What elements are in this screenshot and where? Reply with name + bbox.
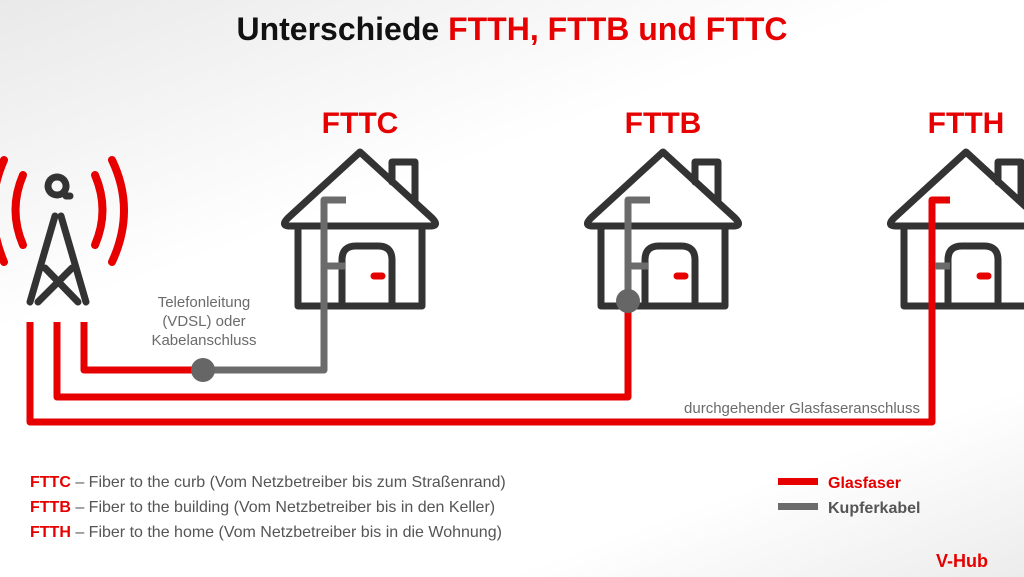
cell-tower-icon (0, 156, 128, 306)
fttb-fiber-cable (53, 301, 632, 401)
annotation-glasfaser: durchgehender Glasfaseranschluss (684, 400, 920, 417)
legend-label-glasfaser: Glasfaser (828, 475, 901, 492)
definition-fttb: FTTB – Fiber to the building (Vom Netzbe… (30, 499, 495, 516)
legend-swatch-glasfaser (778, 478, 818, 485)
page-title: Unterschiede FTTH, FTTB und FTTC (236, 11, 787, 47)
annotation-line-3: Kabelanschluss (151, 332, 256, 349)
definition-fttc: FTTC – Fiber to the curb (Vom Netzbetrei… (30, 474, 506, 491)
house-fttc-icon (284, 152, 435, 306)
label-fttb: FTTB (625, 107, 702, 140)
label-fttc: FTTC (322, 107, 399, 140)
annotation-line-1: Telefonleitung (158, 294, 251, 311)
legend-swatch-kupferkabel (778, 503, 818, 510)
fttb-copper-cable (624, 196, 650, 301)
fttc-copper-cable (203, 196, 346, 374)
definition-ftth: FTTH – Fiber to the home (Vom Netzbetrei… (30, 524, 502, 541)
ftth-fiber-cable (26, 196, 950, 426)
fttc-junction-dot (191, 358, 215, 382)
house-ftth-icon (890, 152, 1024, 306)
house-fttb-icon (587, 152, 738, 306)
brand-logo: V-Hub (936, 551, 988, 571)
annotation-line-2: (VDSL) oder (162, 313, 245, 330)
label-ftth: FTTH (928, 107, 1005, 140)
legend-label-kupferkabel: Kupferkabel (828, 500, 920, 517)
fttc-fiber-cable (80, 322, 203, 374)
fttb-junction-dot (616, 289, 640, 313)
